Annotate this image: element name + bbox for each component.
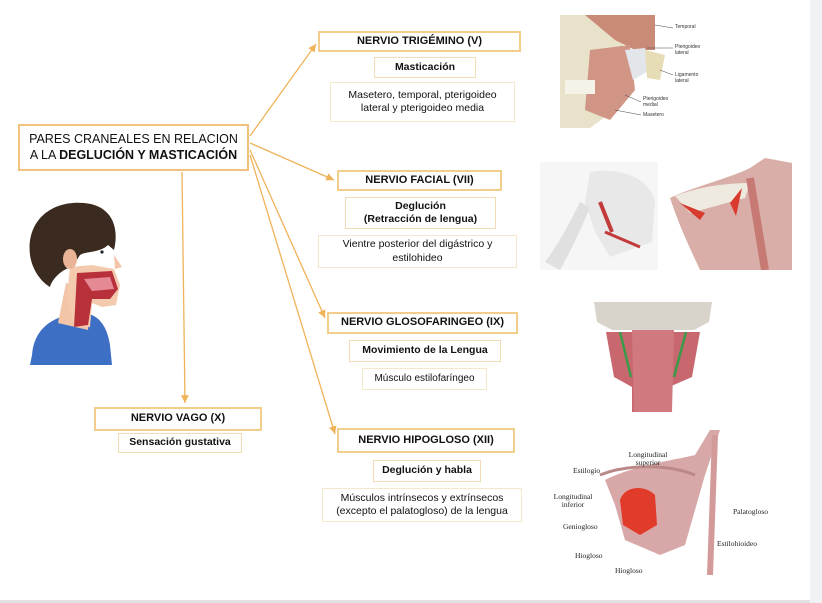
main-title-line1: PARES CRANEALES EN RELACION: [29, 131, 238, 146]
nerve-facial-label: NERVIO FACIAL (VII): [365, 173, 474, 186]
label-pterigoideo-lateral: Pterigoideo lateral: [675, 44, 701, 56]
bottom-border: [0, 600, 810, 603]
label-ligamento-lateral: Ligamento lateral: [675, 72, 699, 84]
muscles-hipogloso-label: Músculos intrínsecos y extrínsecos (exce…: [336, 491, 508, 517]
arrow-to-facial: [249, 142, 335, 181]
hipogloso-tongue-image: Longitudinal superior Estilogio Longitud…: [545, 425, 780, 590]
muscles-glosofaringeo-label: Músculo estilofaríngeo: [374, 372, 475, 384]
label-longitudinal-inferior: Longitudinal inferior: [553, 492, 593, 510]
nerve-vago-box: NERVIO VAGO (X): [94, 407, 262, 431]
nerve-glosofaringeo-label: NERVIO GLOSOFARINGEO (IX): [341, 316, 504, 329]
label-longitudinal-superior: Longitudinal superior: [628, 450, 668, 468]
label-palatogloso: Palatogloso: [733, 507, 768, 516]
main-title-bold: DEGLUCIÓN Y MASTICACIÓN: [59, 147, 238, 162]
main-title-line2: A LA DEGLUCIÓN Y MASTICACIÓN: [29, 148, 238, 164]
diagram-canvas: PARES CRANEALES EN RELACION A LA DEGLUCI…: [18, 10, 792, 590]
nerve-vago-label: NERVIO VAGO (X): [130, 412, 226, 425]
vertical-scrollbar[interactable]: [810, 0, 822, 603]
nerve-glosofaringeo-box: NERVIO GLOSOFARINGEO (IX): [327, 312, 518, 334]
nerve-hipogloso-box: NERVIO HIPOGLOSO (XII): [337, 428, 515, 453]
facial-neck-muscles-image: [670, 158, 792, 270]
facial-skull-image: [540, 162, 658, 270]
glosofaringeo-pharynx-image: [594, 302, 712, 412]
label-masetero: Masetero: [643, 112, 664, 118]
muscles-hipogloso-box: Músculos intrínsecos y extrínsecos (exce…: [322, 488, 522, 522]
muscles-trigemino-box: Masetero, temporal, pterigoideo lateral …: [330, 82, 515, 122]
label-estilogio: Estilogio: [573, 466, 601, 475]
function-vago-label: Sensación gustativa: [129, 436, 231, 449]
label-estilohioideo: Estilohioideo: [717, 539, 757, 548]
arrow-to-vago: [180, 171, 189, 404]
function-hipogloso-box: Deglución y habla: [373, 460, 481, 482]
function-facial-box: Deglución (Retracción de lengua): [345, 197, 496, 229]
arrow-to-trigemino: [249, 43, 317, 137]
function-glosofaringeo-label: Movimiento de la Lengua: [362, 344, 488, 357]
muscles-facial-box: Vientre posterior del digástrico y estil…: [318, 235, 517, 268]
muscles-facial-label: Vientre posterior del digástrico y estil…: [342, 238, 493, 264]
label-geniogloso: Geniogloso: [563, 522, 598, 531]
label-hiogloso-2: Hiogloso: [615, 566, 643, 575]
label-hiogloso-1: Hiogloso: [575, 551, 603, 560]
nerve-facial-box: NERVIO FACIAL (VII): [337, 170, 502, 191]
function-facial-line2: (Retracción de lengua): [363, 213, 478, 225]
function-glosofaringeo-box: Movimiento de la Lengua: [349, 340, 501, 362]
trigemino-anatomy-image: Temporal Pterigoideo lateral Ligamento l…: [555, 10, 720, 130]
nerve-trigemino-box: NERVIO TRIGÉMINO (V): [318, 31, 521, 52]
nerve-hipogloso-label: NERVIO HIPOGLOSO (XII): [358, 433, 494, 446]
arrow-to-hipogloso: [249, 154, 337, 435]
label-temporal: Temporal: [675, 24, 696, 30]
function-vago-box: Sensación gustativa: [118, 433, 242, 453]
muscles-trigemino-label: Masetero, temporal, pterigoideo lateral …: [348, 88, 497, 114]
nerve-trigemino-label: NERVIO TRIGÉMINO (V): [356, 34, 483, 47]
child-swallowing-illustration: [22, 195, 134, 365]
function-trigemino-box: Masticación: [374, 57, 476, 78]
function-hipogloso-label: Deglución y habla: [382, 464, 472, 477]
muscles-glosofaringeo-box: Músculo estilofaríngeo: [362, 368, 487, 390]
label-pterigoideo-medial: Pterigoideo medial: [643, 96, 669, 108]
arrow-to-glosofaringeo: [249, 149, 326, 319]
main-title-box: PARES CRANEALES EN RELACION A LA DEGLUCI…: [18, 124, 249, 171]
function-facial-line1: Deglución: [395, 199, 446, 212]
function-trigemino-label: Masticación: [394, 60, 456, 73]
main-title-prefix: A LA: [29, 147, 60, 162]
